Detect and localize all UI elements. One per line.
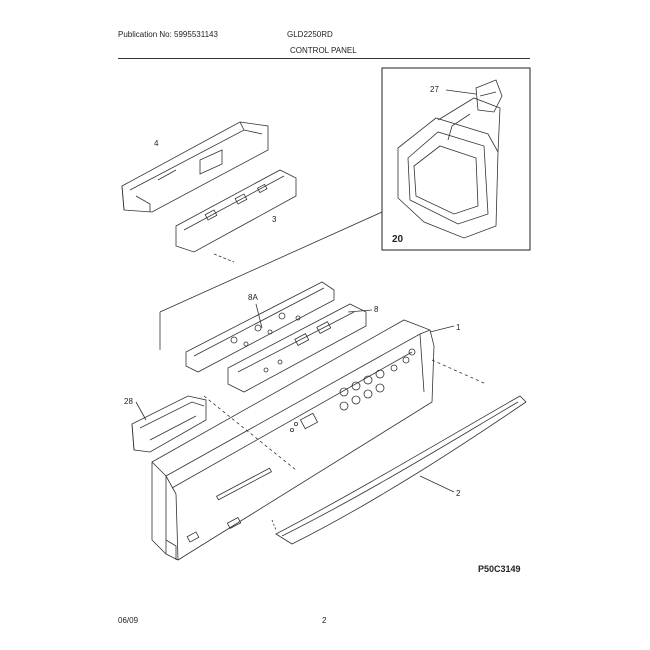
label-part-28: 28 — [124, 397, 133, 406]
guide-line-b — [431, 359, 487, 385]
inset-box — [381, 67, 531, 251]
publication-number: Publication No: 5995531143 — [118, 30, 218, 39]
part-8-board — [227, 303, 367, 393]
leader-line-board — [213, 253, 235, 263]
part-20-frame — [397, 97, 501, 239]
label-part-8a: 8A — [248, 293, 258, 302]
part-28-cap — [131, 395, 207, 453]
leader-8a — [255, 303, 263, 329]
page-number: 2 — [322, 616, 327, 625]
footer-date: 06/09 — [118, 616, 139, 625]
model-number: GLD2250RD — [287, 30, 333, 39]
part-27-module — [475, 79, 503, 113]
leader-1 — [429, 325, 455, 333]
label-part-8: 8 — [374, 305, 379, 314]
label-part-27: 27 — [430, 85, 439, 94]
leader-line-inset — [159, 211, 383, 313]
leader-27 — [445, 89, 477, 95]
part-2-trim — [275, 395, 527, 545]
section-title: CONTROL PANEL — [290, 46, 357, 55]
leader-8 — [347, 309, 373, 313]
part-3-board — [175, 169, 297, 253]
guide-line-a — [203, 395, 297, 471]
label-part-1: 1 — [456, 323, 461, 332]
leader-2 — [419, 475, 455, 493]
part-4-bracket — [121, 121, 269, 213]
part-8a-membrane — [185, 281, 335, 373]
label-part-20: 20 — [392, 234, 404, 245]
leader-28 — [135, 401, 147, 421]
guide-line-c — [271, 519, 277, 531]
header-rule — [118, 58, 530, 59]
label-part-2: 2 — [456, 489, 461, 498]
diagram-code: P50C3149 — [478, 564, 521, 574]
label-part-3: 3 — [272, 215, 277, 224]
label-part-4: 4 — [154, 139, 159, 148]
part-1-console — [151, 319, 435, 561]
